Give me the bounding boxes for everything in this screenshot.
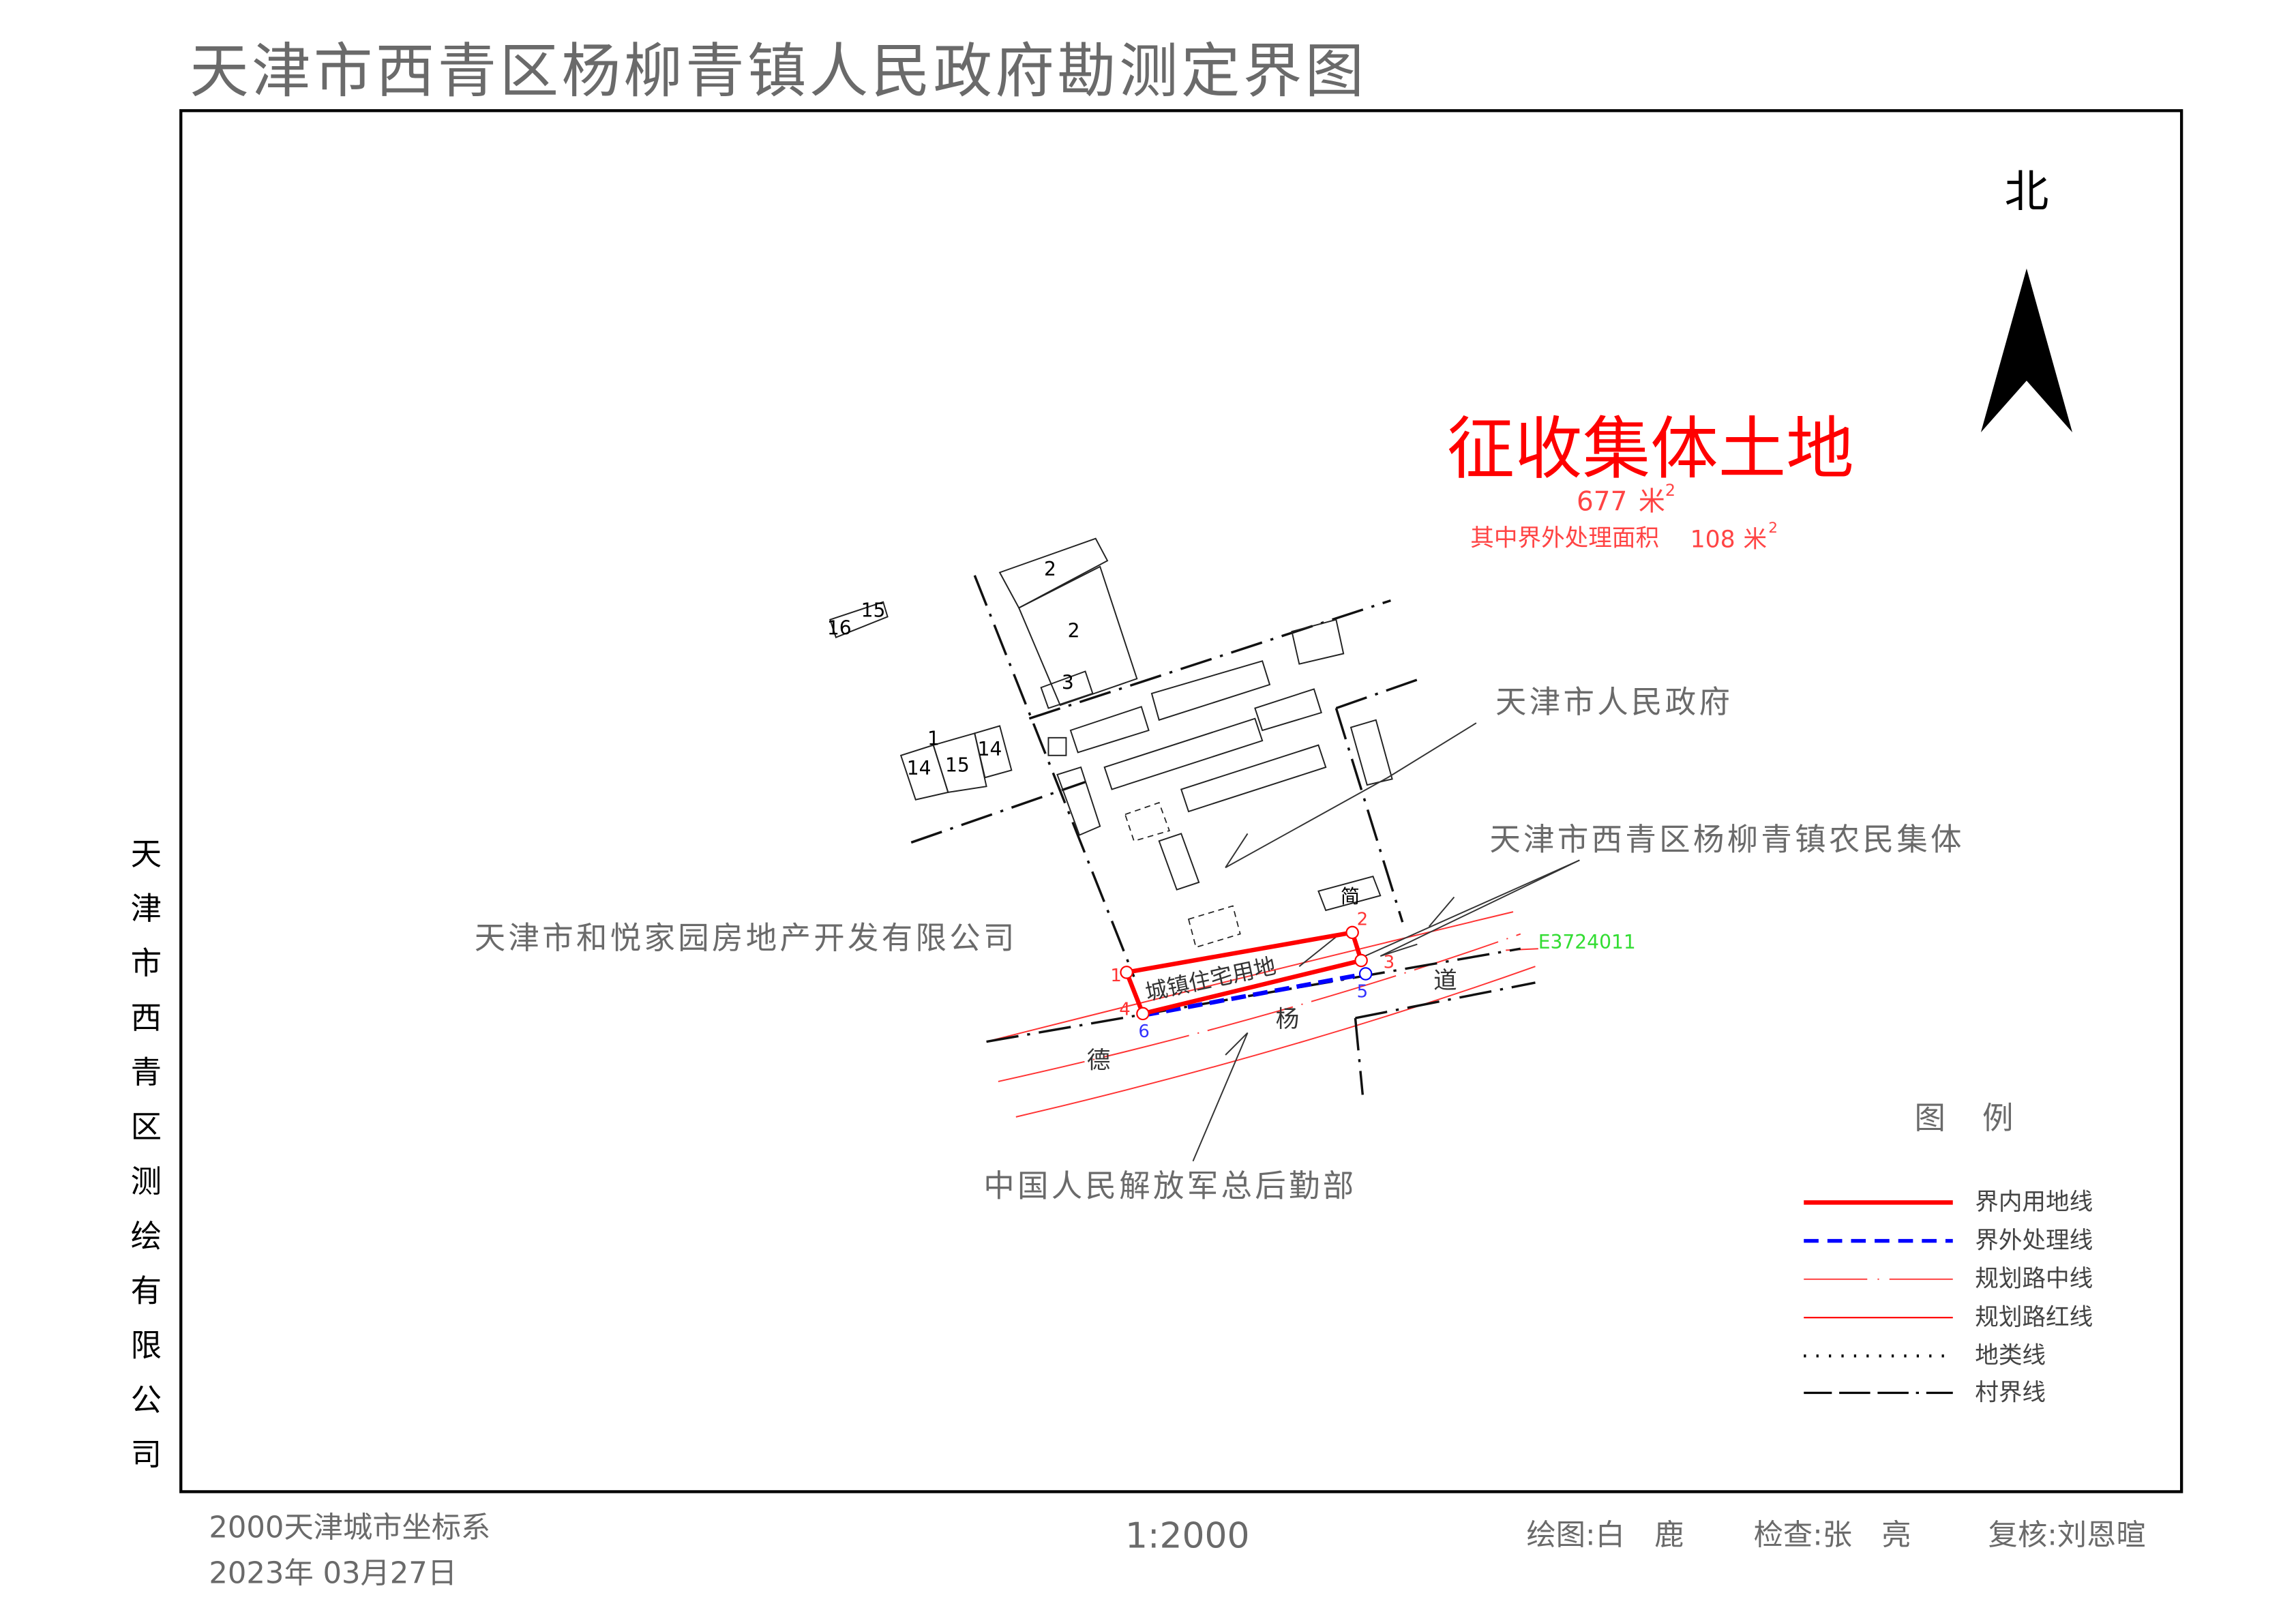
svg-text:规划路红线: 规划路红线 <box>1975 1304 2093 1331</box>
svg-text:2: 2 <box>1068 620 1080 642</box>
parcel-heading: 征收集体土地 <box>1447 410 1854 488</box>
svg-text:限: 限 <box>131 1327 162 1363</box>
svg-text:14: 14 <box>907 757 931 779</box>
svg-text:司: 司 <box>131 1436 162 1472</box>
outside-processing-line <box>1144 971 1367 1017</box>
svg-text:西: 西 <box>131 1000 162 1036</box>
north-label: 北 <box>2004 166 2048 218</box>
planned-roads <box>986 911 1538 1118</box>
svg-text:1: 1 <box>927 728 940 750</box>
legend: 图 例 界内用地线 界外处理线 规划路中线 规划路红线 地类线 村界线 <box>1804 1100 2093 1406</box>
svg-text:15: 15 <box>861 599 886 621</box>
building-labels: 2 2 3 16 15 14 15 14 1 简 <box>827 558 1360 908</box>
svg-text:米: 米 <box>1744 526 1768 554</box>
svg-text:道: 道 <box>1433 968 1457 995</box>
svg-text:14: 14 <box>978 738 1002 760</box>
svg-text:德: 德 <box>1087 1047 1111 1074</box>
survey-date: 2023年 03月27日 <box>209 1557 457 1591</box>
svg-text:2: 2 <box>1768 520 1778 537</box>
footer: 2000天津城市坐标系 2023年 03月27日 1:2000 绘图:白 鹿 检… <box>209 1511 2145 1591</box>
svg-text:公: 公 <box>131 1382 162 1418</box>
label-gov: 天津市人民政府 <box>1495 684 1733 720</box>
svg-text:5: 5 <box>1357 982 1369 1002</box>
svg-text:1: 1 <box>1110 966 1122 986</box>
svg-text:6: 6 <box>1138 1022 1150 1042</box>
svg-text:有: 有 <box>131 1272 162 1309</box>
svg-text:津: 津 <box>131 891 162 927</box>
svg-text:村界线: 村界线 <box>1975 1379 2046 1406</box>
map-scale: 1:2000 <box>1125 1516 1250 1557</box>
outside-area: 其中界外处理面积 108 米 2 <box>1470 520 1778 554</box>
label-developer: 天津市和悦家园房地产开发有限公司 <box>475 920 1017 956</box>
svg-text:15: 15 <box>945 754 970 777</box>
svg-text:市: 市 <box>131 945 162 981</box>
svg-text:例: 例 <box>1982 1100 2013 1136</box>
svg-text:677: 677 <box>1577 487 1627 518</box>
label-army: 中国人民解放军总后勤部 <box>983 1168 1356 1204</box>
svg-text:青: 青 <box>131 1054 162 1090</box>
svg-text:地类线: 地类线 <box>1975 1342 2046 1369</box>
label-collective: 天津市西青区杨柳青镇农民集体 <box>1489 821 1965 857</box>
village-boundaries <box>910 575 1536 1095</box>
svg-text:3: 3 <box>1384 952 1395 972</box>
reviewed-by: 复核:刘恩暄 <box>1988 1518 2146 1552</box>
parcel-point-labels: 1 2 3 4 5 6 <box>1110 910 1395 1042</box>
svg-text:4: 4 <box>1119 1000 1131 1020</box>
road-name: 德 杨 道 <box>1087 968 1457 1075</box>
svg-text:2: 2 <box>1357 910 1369 930</box>
land-code: E3724011 <box>1538 931 1636 953</box>
svg-text:天: 天 <box>131 836 162 872</box>
map-frame <box>179 109 2183 1493</box>
svg-text:米: 米 <box>1639 487 1665 518</box>
north-arrow-icon <box>1980 268 2073 432</box>
svg-text:区: 区 <box>131 1109 162 1145</box>
coord-system: 2000天津城市坐标系 <box>209 1511 490 1545</box>
svg-text:16: 16 <box>827 616 852 639</box>
svg-text:108: 108 <box>1690 526 1735 554</box>
svg-text:规划路中线: 规划路中线 <box>1975 1266 2093 1293</box>
svg-text:界外处理线: 界外处理线 <box>1975 1227 2093 1254</box>
drawn-by: 绘图:白 鹿 <box>1526 1518 1684 1552</box>
svg-text:图: 图 <box>1915 1100 1945 1136</box>
svg-text:绘: 绘 <box>131 1218 162 1254</box>
map-title: 天津市西青区杨柳青镇人民政府勘测定界图 <box>190 38 1367 106</box>
svg-text:测: 测 <box>131 1163 162 1200</box>
parcel-points <box>1120 925 1373 1021</box>
leader-lines <box>1192 722 1580 1162</box>
buildings <box>829 537 1393 949</box>
checked-by: 检查:张 亮 <box>1754 1518 1911 1552</box>
svg-text:其中界外处理面积: 其中界外处理面积 <box>1470 525 1659 552</box>
svg-text:简: 简 <box>1341 885 1360 908</box>
svg-text:杨: 杨 <box>1276 1006 1300 1033</box>
svg-text:界内用地线: 界内用地线 <box>1975 1189 2093 1216</box>
parcel-area: 677 米 2 <box>1577 481 1675 518</box>
company-name-vertical: 天 津 市 西 青 区 测 绘 有 限 公 司 <box>131 836 162 1473</box>
svg-text:2: 2 <box>1044 558 1056 580</box>
svg-text:2: 2 <box>1665 481 1675 500</box>
svg-text:3: 3 <box>1062 671 1074 694</box>
